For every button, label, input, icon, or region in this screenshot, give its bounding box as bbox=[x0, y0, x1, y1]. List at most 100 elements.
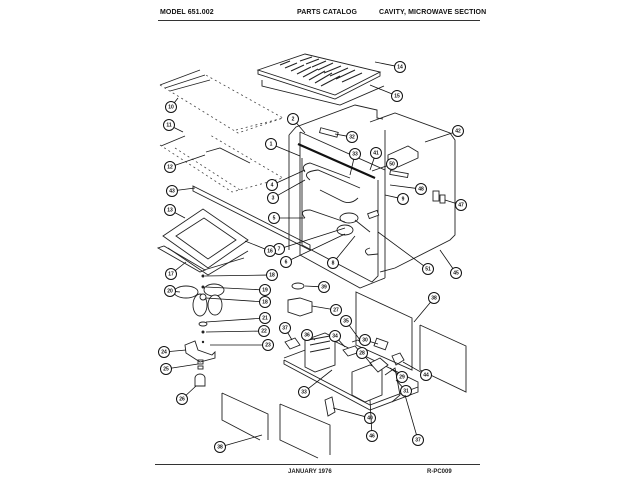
callout-number: 42 bbox=[455, 128, 461, 134]
leader-line bbox=[177, 187, 196, 191]
callout-terminal-block: 9 bbox=[384, 193, 409, 205]
callout-timer-motor: 44 bbox=[402, 361, 432, 381]
callout-circle bbox=[422, 263, 434, 275]
callout-number: 34 bbox=[332, 333, 338, 339]
callout-circle bbox=[394, 61, 406, 73]
callout-heater-element-lower: 5 bbox=[268, 212, 305, 224]
header-divider bbox=[158, 20, 480, 21]
callout-diode: 34 bbox=[329, 330, 346, 348]
callout-number: 30 bbox=[362, 337, 368, 343]
callout-circle bbox=[266, 269, 278, 281]
callout-circle bbox=[330, 304, 342, 316]
callout-stirrer-cover: 7 bbox=[273, 227, 346, 255]
callout-number: 38 bbox=[431, 295, 437, 301]
callout-circle bbox=[356, 347, 368, 359]
callout-number: 40 bbox=[367, 415, 373, 421]
callout-nut: 19 bbox=[205, 284, 271, 296]
callout-number: 26 bbox=[179, 396, 185, 402]
callout-side-panel-left: 38 bbox=[214, 434, 263, 453]
callout-circle bbox=[391, 90, 403, 102]
callout-circle bbox=[262, 339, 274, 351]
callout-number: 10 bbox=[168, 104, 174, 110]
callout-number: 37 bbox=[282, 325, 288, 331]
callout-number: 45 bbox=[453, 270, 459, 276]
glass-tray-assembly bbox=[156, 208, 249, 276]
leader-line bbox=[413, 301, 431, 323]
callout-number: 28 bbox=[359, 350, 365, 356]
leader-line bbox=[444, 199, 456, 204]
callout-number: 29 bbox=[399, 374, 405, 380]
leader-line bbox=[175, 154, 206, 166]
callout-circle bbox=[346, 131, 358, 143]
callout-circle bbox=[396, 371, 408, 383]
callout-number: 33 bbox=[301, 389, 307, 395]
callout-circle bbox=[386, 158, 398, 170]
leader-line bbox=[332, 407, 365, 417]
cavity-wrapper bbox=[288, 104, 456, 289]
callout-grommet: 39 bbox=[304, 281, 330, 293]
leader-line bbox=[225, 434, 263, 446]
leader-line bbox=[348, 325, 361, 341]
callout-number: 51 bbox=[425, 266, 431, 272]
callout-ground-strap: 33 bbox=[298, 369, 333, 398]
callout-circle bbox=[340, 315, 352, 327]
callout-tray-support: 17 bbox=[165, 261, 187, 280]
leader-line bbox=[171, 363, 199, 369]
callout-number: 6 bbox=[285, 259, 288, 265]
callout-magnetron: 29 bbox=[389, 367, 408, 383]
callout-number: 33 bbox=[352, 151, 358, 157]
callout-number: 5 bbox=[273, 215, 276, 221]
callout-number: 18 bbox=[269, 272, 275, 278]
callout-number: 21 bbox=[262, 315, 268, 321]
callout-circle bbox=[164, 204, 176, 216]
callout-magnetron-mount: 28 bbox=[356, 347, 373, 366]
leader-line bbox=[204, 274, 267, 277]
leader-line bbox=[338, 339, 346, 348]
callout-circle bbox=[264, 245, 276, 257]
callout-circle bbox=[166, 185, 178, 197]
callout-shelf-clip: 11 bbox=[163, 119, 184, 133]
callout-lamp-socket: 33 bbox=[349, 148, 361, 176]
catalog-title: PARTS CATALOG bbox=[297, 9, 358, 16]
callout-number: 13 bbox=[167, 207, 173, 213]
callout-mounting-clip: 37 bbox=[279, 322, 293, 341]
callout-base-plate: 37 bbox=[404, 394, 424, 446]
leader-line bbox=[377, 231, 424, 267]
callout-switch-bracket: 50 bbox=[371, 158, 398, 172]
shelves bbox=[159, 69, 285, 193]
callout-fuse-holder: 47 bbox=[444, 199, 467, 211]
callout-circle bbox=[214, 441, 226, 453]
callout-washer: 18 bbox=[204, 269, 278, 281]
callout-circle bbox=[364, 412, 376, 424]
leader-line bbox=[395, 379, 403, 388]
callout-number: 3 bbox=[272, 195, 275, 201]
leader-line bbox=[277, 179, 306, 196]
leader-line bbox=[369, 158, 375, 171]
fan-assembly bbox=[173, 274, 225, 387]
callout-circle bbox=[165, 101, 177, 113]
leader-line bbox=[244, 240, 266, 250]
callout-circle bbox=[397, 193, 409, 205]
callout-top-bracket: 32 bbox=[334, 131, 358, 143]
leader-line bbox=[371, 165, 387, 172]
callout-number: 43 bbox=[169, 188, 175, 194]
callout-relay: 30 bbox=[359, 334, 379, 346]
callout-number: 32 bbox=[349, 134, 355, 140]
leader-line bbox=[311, 305, 331, 310]
callout-number: 16 bbox=[267, 248, 273, 254]
callout-number: 22 bbox=[261, 328, 267, 334]
section-title: CAVITY, MICROWAVE SECTION bbox=[379, 9, 487, 16]
lower-chassis bbox=[221, 282, 467, 459]
leader-line bbox=[205, 317, 260, 323]
callout-thermal-switch: 42 bbox=[424, 125, 464, 143]
callout-number: 1 bbox=[270, 141, 273, 147]
leader-line bbox=[174, 97, 179, 103]
callout-bearing: 21 bbox=[205, 312, 271, 324]
callout-washer-2: 18 bbox=[205, 296, 271, 308]
callout-cavity-front-frame: 1 bbox=[265, 138, 301, 157]
callout-shaft-coupling: 46 bbox=[366, 399, 378, 442]
callout-number: 48 bbox=[418, 186, 424, 192]
leader-line bbox=[276, 169, 306, 184]
leader-line bbox=[336, 235, 356, 259]
